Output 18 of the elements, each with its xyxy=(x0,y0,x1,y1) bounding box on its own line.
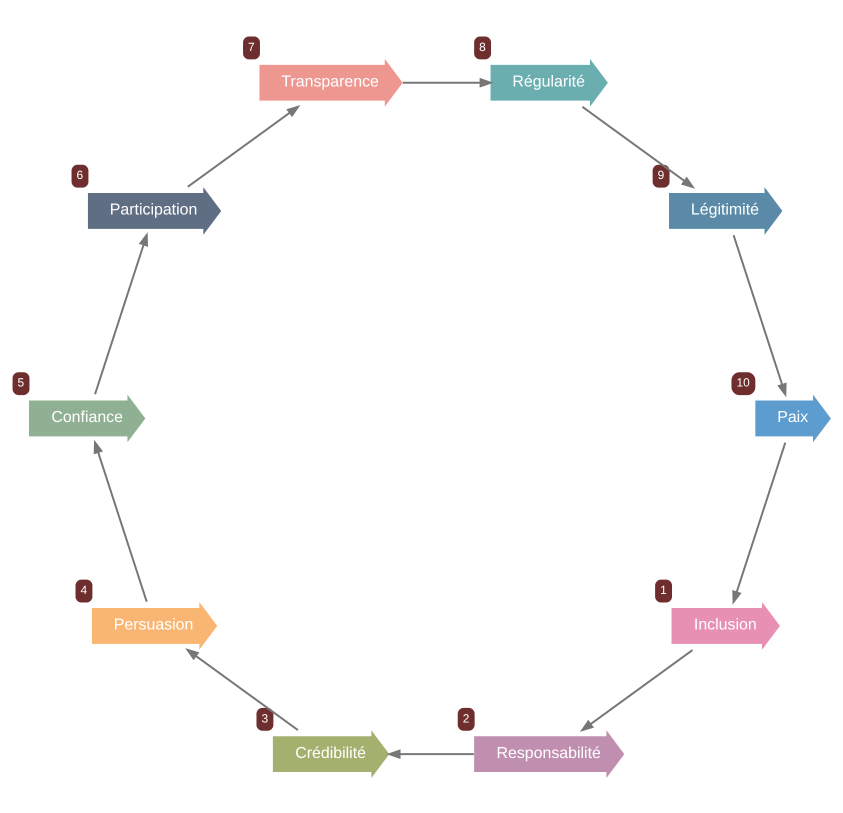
arrow xyxy=(386,748,474,759)
node-label: 7 xyxy=(248,39,255,54)
arrow xyxy=(580,648,694,732)
node-label: 3 xyxy=(261,710,268,725)
arrow xyxy=(94,439,148,602)
node-label: 9 xyxy=(658,168,664,182)
node-label: 2 xyxy=(462,710,470,725)
node-label: 6 xyxy=(76,168,84,182)
arrow xyxy=(402,77,494,88)
arrow xyxy=(187,104,300,188)
node-label: 8 xyxy=(479,39,486,54)
node-label: 5 xyxy=(18,375,24,390)
node-label: 4 xyxy=(80,582,88,597)
arrow xyxy=(732,234,787,397)
arrow xyxy=(94,232,148,394)
node-label: 1 xyxy=(660,582,667,597)
arrow xyxy=(732,442,786,604)
node-label: 10 xyxy=(736,375,750,390)
